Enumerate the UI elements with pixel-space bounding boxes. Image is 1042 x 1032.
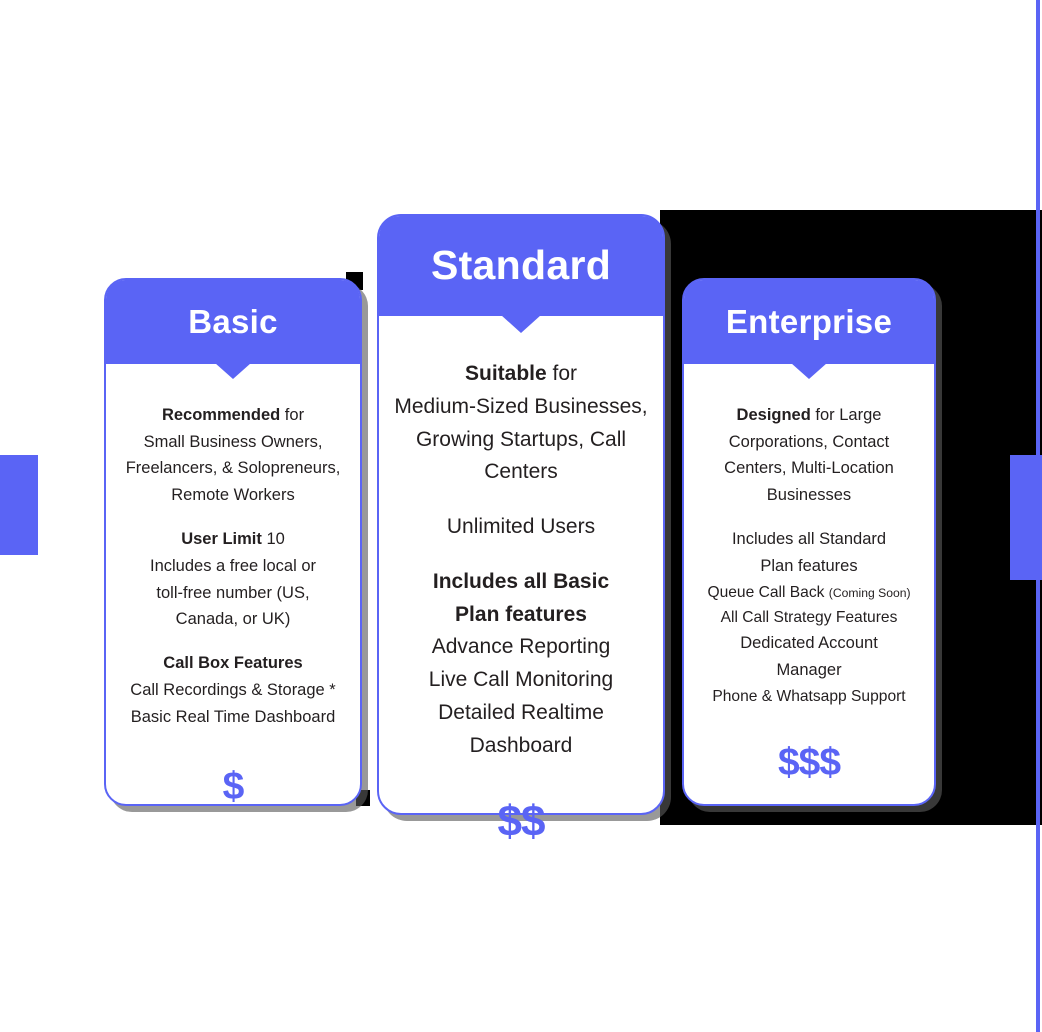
feature-line: Basic Real Time Dashboard bbox=[130, 707, 336, 726]
feature-line: Includes a free local or bbox=[149, 556, 316, 575]
feature-line: Queue Call Back bbox=[707, 583, 829, 601]
feature-line: Centers, Multi-Location bbox=[724, 459, 894, 478]
feature-lead: Designed bbox=[736, 406, 811, 424]
feature-line: Remote Workers bbox=[171, 486, 295, 505]
feature-line: Live Call Monitoring bbox=[428, 668, 614, 692]
feature-line: Canada, or UK) bbox=[175, 610, 291, 629]
left-accent-band bbox=[0, 455, 38, 555]
card-header-basic: Basic bbox=[106, 280, 360, 379]
feature-block: Unlimited Users bbox=[391, 511, 651, 544]
header-notch-icon bbox=[791, 363, 827, 379]
plan-price-enterprise: $$$ bbox=[777, 740, 841, 784]
feature-lead-tail: for bbox=[546, 362, 578, 385]
feature-line: All Call Strategy Features bbox=[720, 608, 898, 626]
feature-line: Small Business Owners, bbox=[143, 432, 323, 451]
card-body-enterprise: Designed for Large Corporations, Contact… bbox=[684, 364, 934, 808]
feature-line: Includes all Standard bbox=[731, 530, 887, 549]
plan-title-enterprise: Enterprise bbox=[725, 302, 893, 340]
pricing-card-standard[interactable]: Standard Suitable for Medium-Sized Busin… bbox=[377, 214, 665, 846]
feature-lead-tail: for Large bbox=[810, 406, 882, 424]
card-body-standard: Suitable for Medium-Sized Businesses, Gr… bbox=[379, 316, 663, 873]
pricing-card-enterprise[interactable]: Enterprise Designed for Large Corporatio… bbox=[682, 278, 936, 806]
feature-block: User Limit 10 Includes a free local or t… bbox=[116, 526, 350, 633]
plan-title-basic: Basic bbox=[188, 302, 278, 340]
feature-line: Plan features bbox=[760, 556, 858, 575]
feature-lead: Includes all Basic bbox=[432, 569, 610, 593]
feature-block: Includes all Basic Plan features Advance… bbox=[391, 566, 651, 763]
feature-block: Recommended for Small Business Owners, F… bbox=[116, 402, 350, 509]
feature-block: Call Box Features Call Recordings & Stor… bbox=[116, 650, 350, 730]
feature-line: Advance Reporting bbox=[431, 635, 611, 659]
feature-block: Suitable for Medium-Sized Businesses, Gr… bbox=[391, 358, 651, 489]
feature-lead-second: Plan features bbox=[455, 602, 587, 626]
coming-soon-note: (Coming Soon) bbox=[828, 585, 911, 600]
feature-line: Call Recordings & Storage * bbox=[130, 681, 336, 700]
header-notch-icon bbox=[215, 363, 251, 379]
card-header-standard: Standard bbox=[379, 216, 663, 333]
feature-lead-tail: 10 bbox=[261, 530, 285, 549]
plan-title-standard: Standard bbox=[430, 242, 612, 289]
feature-line: Freelancers, & Solopreneurs, bbox=[125, 459, 341, 478]
feature-block: Includes all Standard Plan features Queu… bbox=[690, 526, 928, 709]
card-body-basic: Recommended for Small Business Owners, F… bbox=[106, 364, 360, 832]
feature-lead: Call Box Features bbox=[163, 654, 303, 673]
feature-line: Businesses bbox=[766, 486, 852, 505]
feature-line: toll-free number (US, bbox=[156, 583, 310, 602]
pricing-card-basic[interactable]: Basic Recommended for Small Business Own… bbox=[104, 278, 362, 808]
card-header-enterprise: Enterprise bbox=[684, 280, 934, 379]
feature-line: Dedicated Account bbox=[740, 634, 878, 653]
feature-line: Phone & Whatsapp Support bbox=[712, 687, 906, 705]
feature-lead: Suitable bbox=[464, 362, 547, 385]
feature-lead: Recommended bbox=[161, 406, 281, 424]
feature-line: Medium-Sized Businesses, bbox=[394, 394, 648, 418]
header-notch-icon bbox=[501, 315, 541, 333]
right-accent-rule bbox=[1036, 0, 1040, 1032]
plan-price-basic: $ bbox=[222, 764, 245, 808]
feature-line: Dashboard bbox=[469, 733, 573, 757]
feature-line: Manager bbox=[776, 660, 842, 679]
feature-line: Unlimited Users bbox=[446, 515, 596, 539]
feature-lead: User Limit bbox=[181, 530, 262, 549]
feature-line: Corporations, Contact bbox=[728, 432, 890, 451]
feature-line: Centers bbox=[484, 460, 558, 484]
feature-line: Detailed Realtime bbox=[438, 700, 604, 724]
feature-line: Growing Startups, Call bbox=[415, 427, 627, 451]
feature-lead-tail: for bbox=[280, 406, 305, 424]
plan-price-standard: $$ bbox=[497, 797, 546, 847]
feature-block: Designed for Large Corporations, Contact… bbox=[690, 402, 928, 509]
